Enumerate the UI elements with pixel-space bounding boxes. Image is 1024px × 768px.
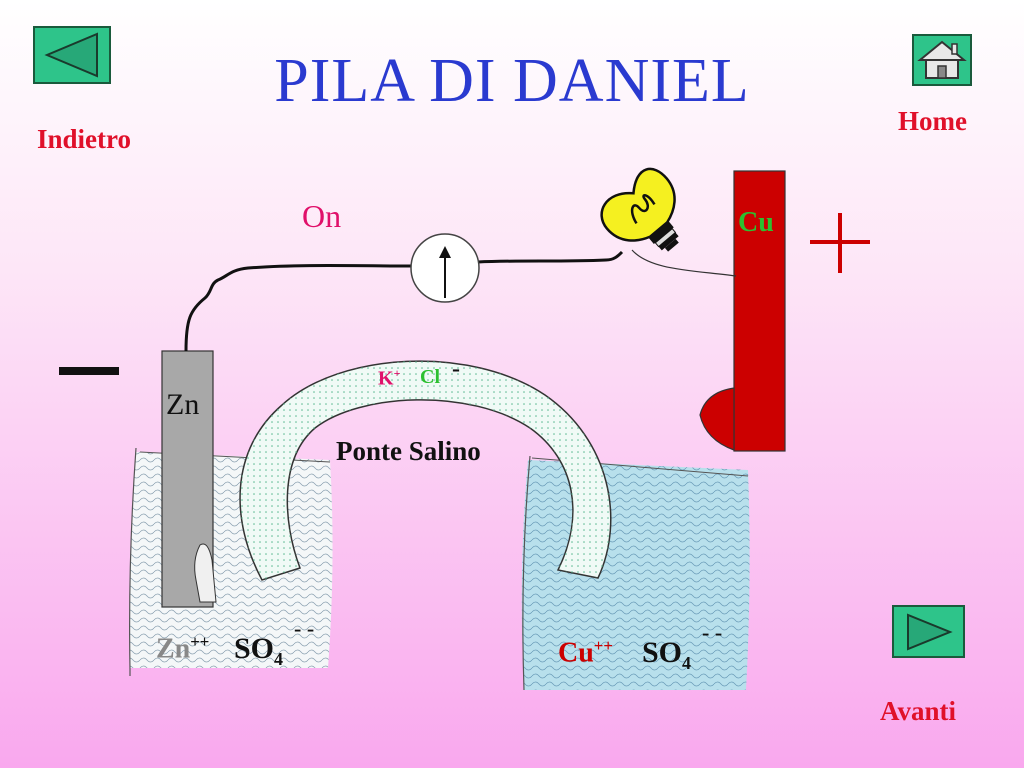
zinc-electrode-label: Zn [166, 388, 200, 421]
galvanometer [410, 233, 480, 303]
potassium-symbol: K [378, 367, 394, 390]
potassium-charge: + [393, 366, 401, 380]
left-sulfate-label: SO4 [234, 632, 283, 670]
left-sulfate-symbol: SO [234, 632, 275, 665]
copper-ion-charge: ++ [593, 636, 613, 655]
right-sulfate-charge: - - [702, 620, 723, 645]
chloride-symbol: Cl [420, 366, 440, 388]
wire-bulb-copper [631, 249, 737, 277]
right-sulfate-symbol: SO [642, 636, 683, 669]
house-icon [917, 40, 967, 79]
zinc-ion-charge: ++ [190, 632, 210, 651]
chloride-ion-label: Cl [420, 366, 440, 389]
zinc-electrode [161, 350, 217, 608]
copper-ion-symbol: Cu [558, 637, 594, 669]
home-label[interactable]: Home [898, 106, 967, 136]
light-bulb-icon [600, 167, 679, 252]
page-title: PILA DI DANIEL [274, 47, 750, 115]
wire-left [184, 264, 413, 352]
triangle-right-icon [907, 613, 953, 651]
forward-label[interactable]: Avanti [880, 696, 957, 726]
copper-electrode [699, 170, 786, 452]
forward-button[interactable] [892, 605, 965, 658]
back-label[interactable]: Indietro [37, 124, 132, 154]
minus-sign-icon [59, 367, 119, 375]
copper-beaker [521, 455, 750, 691]
left-sulfate-charge: - - [294, 616, 315, 641]
potassium-ion-label: K+ [378, 366, 400, 391]
switch-on-label: On [302, 198, 342, 234]
chloride-charge: - [452, 356, 460, 382]
salt-bridge [239, 360, 612, 581]
plus-sign-icon [810, 213, 870, 273]
right-sulfate-subscript: 4 [682, 653, 692, 673]
copper-ion-label: Cu++ [558, 636, 613, 669]
wire-right [477, 250, 624, 264]
left-sulfate-subscript: 4 [274, 649, 284, 669]
salt-bridge-label: Ponte Salino [336, 436, 481, 466]
copper-electrode-label: Cu [738, 207, 774, 238]
triangle-left-icon [44, 32, 98, 78]
right-sulfate-label: SO4 [642, 636, 691, 674]
zinc-ion-label: Zn++ [156, 632, 209, 665]
home-button[interactable] [912, 34, 972, 86]
zinc-ion-symbol: Zn [156, 633, 191, 665]
back-button[interactable] [33, 26, 111, 84]
